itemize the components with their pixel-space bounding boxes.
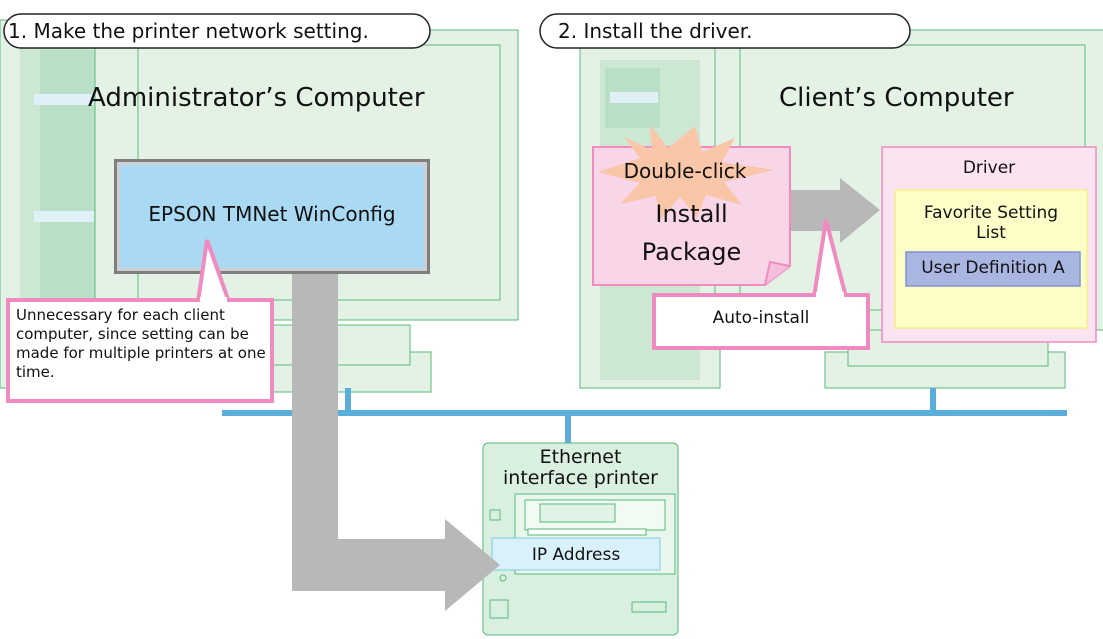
favorite-list-line2: List [976,223,1006,243]
step2-bubble [539,13,911,49]
auto-install-label: Auto-install [712,308,810,328]
package-label-line1: Install [655,200,728,228]
app-name: EPSON TMNet WinConfig [148,202,396,226]
double-click-burst [598,125,774,220]
printer-title-line2: interface printer [503,467,658,489]
admin-computer-title: Administrator’s Computer [88,83,425,113]
admin-note-callout [6,239,274,403]
ip-address-box: IP Address [531,545,621,565]
admin-note: Unnecessary for each client computer, si… [16,306,266,381]
driver-panel [881,146,1097,343]
step2-callout: 2. Install the driver. [558,19,753,43]
step1-bubble [3,13,431,49]
ethernet-printer [482,442,679,636]
double-click-label: Double-click [623,159,747,183]
install-arrow [790,178,880,243]
app-window [114,159,430,274]
step1-callout: 1. Make the printer network setting. [8,19,369,43]
printer-title-line1: Ethernet [539,446,622,468]
favorite-list-line1: Favorite Setting [923,203,1059,223]
driver-title: Driver [962,158,1016,178]
config-arrow [292,272,500,611]
auto-install-callout [652,219,870,350]
client-computer-title: Client’s Computer [779,83,1014,113]
package-label-line2: Package [641,238,742,266]
network-line [222,388,1067,445]
user-definition-a: User Definition A [921,258,1065,278]
